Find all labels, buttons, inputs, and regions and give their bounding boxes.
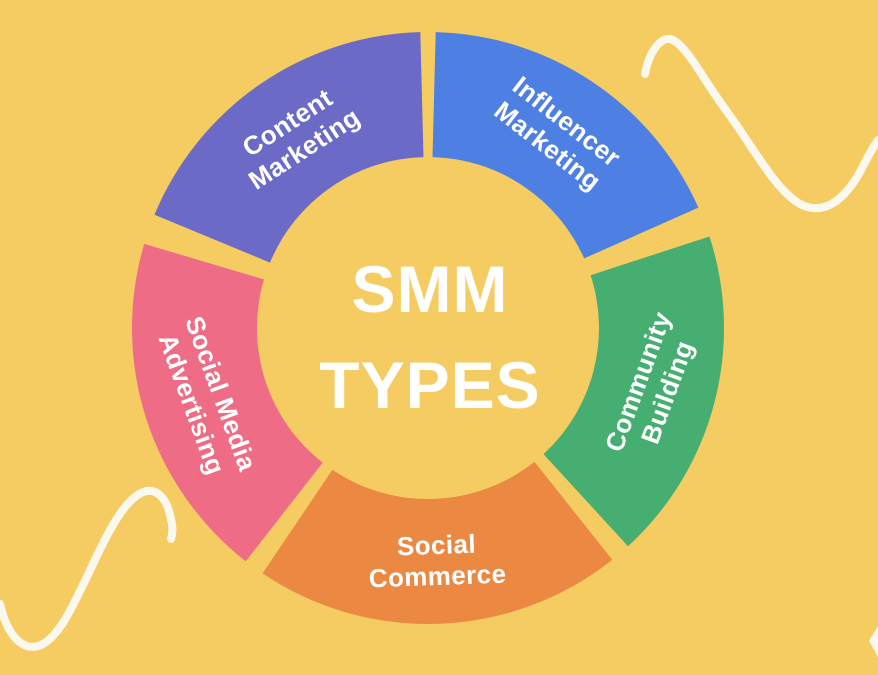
segment-content-marketing [154, 32, 424, 263]
segment-social-media-advertising [131, 243, 323, 562]
corner-diamond-decoration [869, 626, 878, 657]
segment-community-building [543, 236, 724, 547]
donut-segments [131, 32, 724, 625]
squiggle-decoration-top-right [641, 35, 878, 213]
squiggle-decoration-bottom-left [0, 486, 177, 651]
segment-social-commerce [262, 461, 613, 625]
segment-influencer-marketing [432, 32, 699, 259]
